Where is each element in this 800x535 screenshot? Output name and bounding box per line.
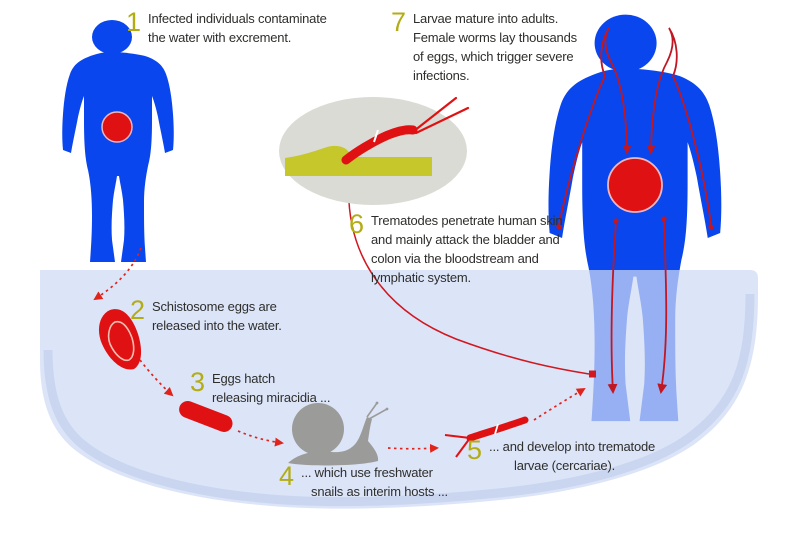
step-1: 1 Infected individuals contaminate the w… (126, 9, 327, 47)
step-5: 5 ... and develop into trematode larvae … (467, 437, 655, 475)
bladder-highlight-left (101, 111, 133, 143)
step-4: 4 ... which use freshwater snails as int… (279, 463, 448, 501)
step-5-text: ... and develop into trematode larvae (c… (489, 439, 656, 473)
cercaria-larva (444, 416, 529, 458)
step-4-text: ... which use freshwater snails as inter… (301, 465, 448, 499)
step-4-number: 4 (279, 461, 295, 491)
cycle-arrows (93, 247, 586, 453)
step-7: 7 Larvae mature into adults. Female worm… (391, 9, 577, 85)
step-6-text: Trematodes penetrate human skin and main… (371, 213, 563, 285)
bloodstream-arrows (558, 27, 712, 394)
closeup-ellipse (279, 97, 467, 205)
step-7-number: 7 (391, 7, 407, 37)
water-rim (43, 293, 755, 507)
step-2-text: Schistosome eggs are released into the w… (152, 299, 282, 333)
step-1-number: 1 (126, 7, 142, 37)
arrow-person-to-egg (93, 247, 142, 301)
water-body (40, 270, 758, 509)
bladder-highlight-right (607, 157, 663, 213)
step-3-number: 3 (190, 367, 206, 397)
skin-penetration-closeup (279, 96, 470, 205)
step-1-text: Infected individuals contaminate the wat… (148, 11, 327, 45)
step-3: 3 Eggs hatch releasing miracidia ... (190, 369, 330, 407)
step-2: 2 Schistosome eggs are released into the… (130, 297, 282, 335)
step-5-number: 5 (467, 435, 483, 465)
step-6-number: 6 (349, 209, 365, 239)
skin-layer (285, 145, 432, 176)
schistosome-egg (98, 309, 142, 370)
arrow-egg-to-miracidium (139, 359, 174, 397)
step-2-number: 2 (130, 295, 146, 325)
step-6: 6 Trematodes penetrate human skin and ma… (349, 209, 563, 287)
arrow-snail-to-cercaria (387, 443, 439, 453)
adult-trematode (341, 96, 470, 165)
freshwater-snail (288, 401, 389, 466)
step-3-text: Eggs hatch releasing miracidia ... (212, 371, 331, 405)
step-7-text: Larvae mature into adults. Female worms … (413, 11, 577, 83)
arrow-cercaria-to-leg (533, 387, 586, 421)
bloodstream-nodes (556, 146, 714, 230)
miracidium (179, 400, 233, 432)
